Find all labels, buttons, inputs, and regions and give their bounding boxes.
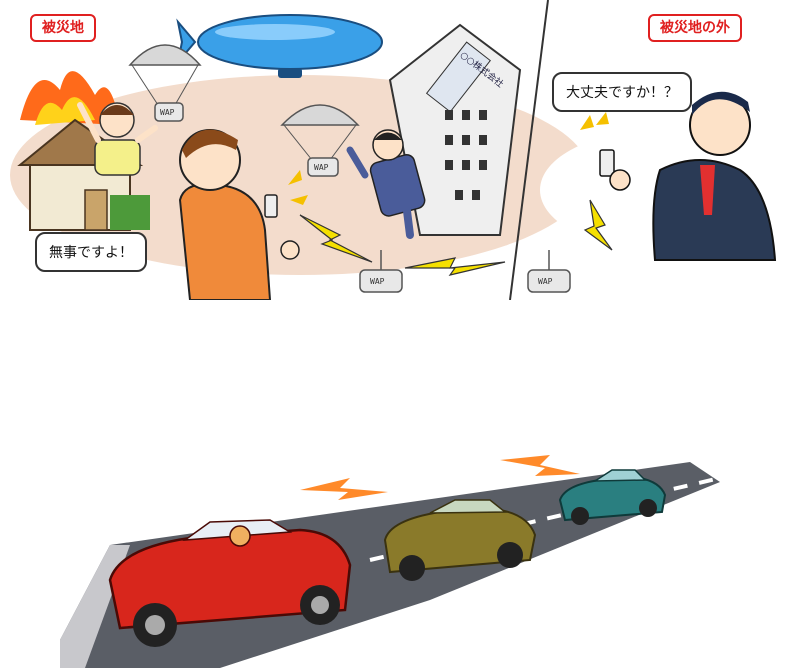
parachute-access-point-2: WAP bbox=[280, 104, 360, 177]
area-divider bbox=[509, 0, 549, 300]
svg-text:WAP: WAP bbox=[370, 277, 385, 286]
svg-text:WAP: WAP bbox=[538, 277, 553, 286]
car-signal-zigzags bbox=[300, 455, 580, 500]
ground-access-point-2: WAP bbox=[527, 250, 571, 293]
ground-access-point-1: WAP bbox=[359, 250, 403, 293]
lane-markings bbox=[369, 476, 721, 562]
svg-text:WAP: WAP bbox=[314, 163, 329, 172]
burning-house bbox=[17, 71, 150, 231]
businessman-character bbox=[346, 129, 426, 239]
signal-lightning bbox=[299, 199, 613, 276]
teal-car bbox=[558, 469, 667, 525]
disaster-scene-illustration: WAP WAP ○○株式会社 bbox=[10, 0, 780, 300]
blimp bbox=[176, 14, 383, 78]
man-in-suit bbox=[599, 91, 777, 261]
disaster-area-tag: 被災地 bbox=[30, 14, 96, 42]
outside-area-tag: 被災地の外 bbox=[648, 14, 742, 42]
road-shoulder bbox=[60, 545, 130, 668]
left-speech-bubble: 無事ですよ！ bbox=[35, 232, 147, 272]
phone-signal-sparks bbox=[288, 112, 609, 205]
man-with-phone bbox=[178, 129, 300, 300]
child-character bbox=[77, 102, 158, 176]
olive-car bbox=[383, 499, 537, 581]
road bbox=[60, 462, 720, 668]
red-car bbox=[108, 519, 352, 647]
parachute-access-point-1: WAP bbox=[128, 44, 202, 122]
right-speech-bubble: 大丈夫ですか！？ bbox=[552, 72, 692, 112]
svg-text:WAP: WAP bbox=[160, 108, 175, 117]
